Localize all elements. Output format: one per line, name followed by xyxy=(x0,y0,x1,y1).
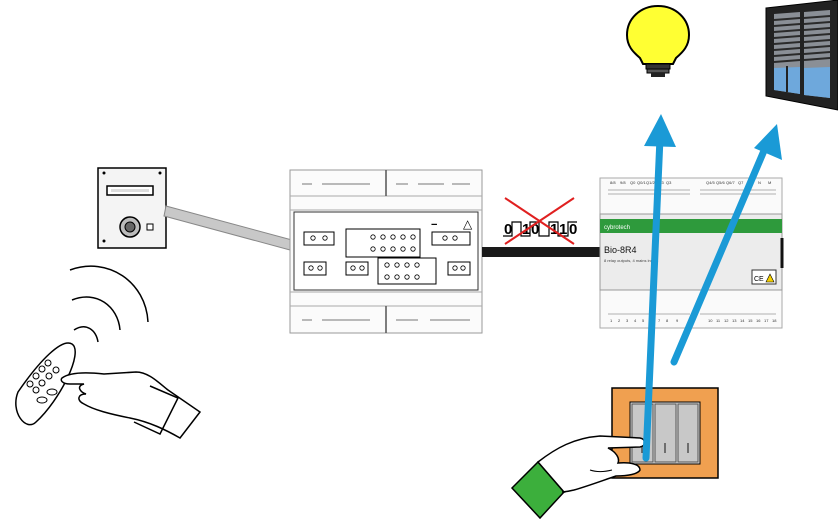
ce-mark: CE xyxy=(754,276,764,283)
intercom-panel-icon xyxy=(97,167,167,249)
signal-bit: 0 xyxy=(569,221,577,238)
module-subtitle: 8 relay outputs, 4 mains inputs xyxy=(604,258,658,263)
terminal-label: Q1/2 xyxy=(646,180,655,185)
terminal-label: 16 xyxy=(756,318,761,323)
terminal-label: 2 xyxy=(618,318,621,323)
terminal-label: Q5/6 xyxy=(716,180,725,185)
terminal-label: 7 xyxy=(658,318,661,323)
terminal-label: Q3 xyxy=(666,180,672,185)
module-model: Bio-8R4 xyxy=(604,245,637,255)
signal-bit: 1 xyxy=(559,221,567,238)
terminal-label: Q0/1 xyxy=(637,180,646,185)
arrow-to-blinds-head xyxy=(754,124,782,160)
terminal-label: 12 xyxy=(724,318,729,323)
controller-warning-icon: △ xyxy=(463,217,473,231)
module-warning-icon xyxy=(765,273,775,283)
bus-cable xyxy=(163,205,293,251)
terminal-label: 9 xyxy=(676,318,679,323)
terminal-label: 15 xyxy=(748,318,753,323)
window-blinds-icon xyxy=(765,0,838,111)
arrow-to-blinds xyxy=(670,142,770,366)
terminal-label: 1 xyxy=(610,318,613,323)
terminal-label: 14 xyxy=(740,318,745,323)
terminal-label: 17 xyxy=(764,318,769,323)
blocked-signal: 0 1 0 1 1 0 xyxy=(503,197,577,245)
relay-module-icon: cybrotech Bio-8R4 8 relay outputs, 4 mai… xyxy=(599,177,784,329)
terminal-label: Q7 xyxy=(738,180,744,185)
controller-minus-symbol: − xyxy=(431,219,437,231)
signal-bit: 0 xyxy=(504,221,512,238)
module-brand: cybrotech xyxy=(604,225,630,231)
terminal-label: 8 xyxy=(666,318,669,323)
data-cable xyxy=(482,247,602,257)
terminal-label: 5 xyxy=(642,318,645,323)
remote-control-icon xyxy=(15,342,76,426)
terminal-label: 8/8 xyxy=(610,180,616,185)
terminal-label: 4 xyxy=(634,318,637,323)
terminal-label: N xyxy=(758,180,761,185)
terminal-label: 11 xyxy=(716,318,721,323)
terminal-label: 10 xyxy=(708,318,713,323)
signal-bit: 0 xyxy=(531,221,539,238)
terminal-label: M xyxy=(768,180,771,185)
plc-controller-icon: − △ xyxy=(289,169,483,334)
terminal-label: 3 xyxy=(626,318,629,323)
light-bulb-icon xyxy=(625,4,691,77)
hand-pressing-remote-icon xyxy=(60,371,202,439)
terminal-label: Q0 xyxy=(630,180,636,185)
terminal-label: 18 xyxy=(772,318,777,323)
terminal-label: Q4/5 xyxy=(706,180,715,185)
control-arrows xyxy=(642,114,782,462)
terminal-label: 13 xyxy=(732,318,737,323)
signal-bit: 1 xyxy=(550,221,558,238)
arrow-to-light xyxy=(642,134,664,462)
radio-waves-icon xyxy=(69,265,149,343)
arrow-to-light-head xyxy=(644,114,676,147)
hand-pressing-switch-icon xyxy=(510,435,646,520)
terminal-label: Q6/7 xyxy=(726,180,735,185)
terminal-label: 9/8 xyxy=(620,180,626,185)
